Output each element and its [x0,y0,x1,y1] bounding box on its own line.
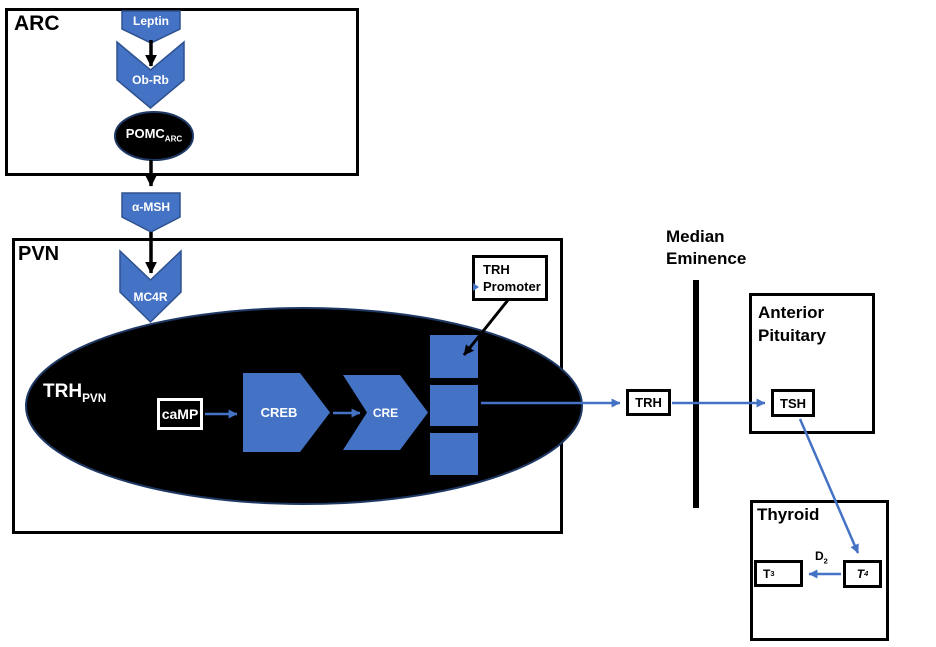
cre-label: CRE [372,406,399,420]
trh-box: TRH [626,389,671,416]
tsh-box: TSH [771,389,815,417]
promoter-pointer-icon [473,283,479,291]
trh-pvn-label-subscript: PVN [82,391,107,405]
cre-shape [343,375,428,450]
t3-label-text: T [763,566,771,581]
pomc-neuron-ellipse [114,111,194,161]
pomc-label: POMCARC [115,126,193,144]
dna-block-bottom [430,433,478,475]
dna-block-middle [430,385,478,426]
camp-box: caMP [157,398,203,430]
trh-pvn-label-text: TRH [43,381,83,402]
median-eminence-barrier-line [693,280,699,508]
tsh-to-t4-arrow [798,418,860,554]
trh-promoter-line2: Promoter [483,279,541,294]
creb-label: CREB [260,405,298,420]
trh-pvn-label: TRHPVN [43,381,107,405]
anterior-pituitary-label-line2: Pituitary [758,326,827,345]
trh-promoter-box: TRH Promoter [472,255,548,301]
thyroid-region-box [750,500,889,641]
mc4r-label: MC4R [133,290,168,304]
leptin-label: Leptin [133,14,169,28]
anterior-pituitary-label: Anterior Pituitary [758,301,826,347]
trh-promoter-line1: TRH [483,262,510,277]
t4-label-text: T [856,567,865,581]
median-eminence-label-line1: Median [666,227,725,246]
pomc-label-subscript: ARC [164,134,183,144]
dna-block-top [430,335,478,378]
median-eminence-label-line2: Eminence [666,249,747,268]
creb-shape [243,373,330,452]
pomc-label-text: POMC [125,126,165,141]
d2-label-text: D [815,549,824,563]
obrb-label: Ob-Rb [132,73,169,87]
obrb-receptor-shape [116,40,185,109]
pvn-region-label: PVN [18,243,60,265]
mc4r-receptor-shape [119,249,182,324]
arc-region-label: ARC [14,12,60,35]
anterior-pituitary-label-line1: Anterior [758,303,825,322]
median-eminence-label: Median Eminence [666,226,746,270]
d2-label-subscript: 2 [823,556,828,566]
amsh-label: α-MSH [131,200,171,214]
thyroid-region-label: Thyroid [757,505,820,524]
promoter-to-dna-arrow [462,299,510,356]
anterior-pituitary-region-box [749,293,875,434]
d2-enzyme-label: D2 [815,549,828,566]
arc-region-box [5,8,359,176]
leptin-shape [121,10,181,44]
alpha-msh-shape [121,192,181,233]
